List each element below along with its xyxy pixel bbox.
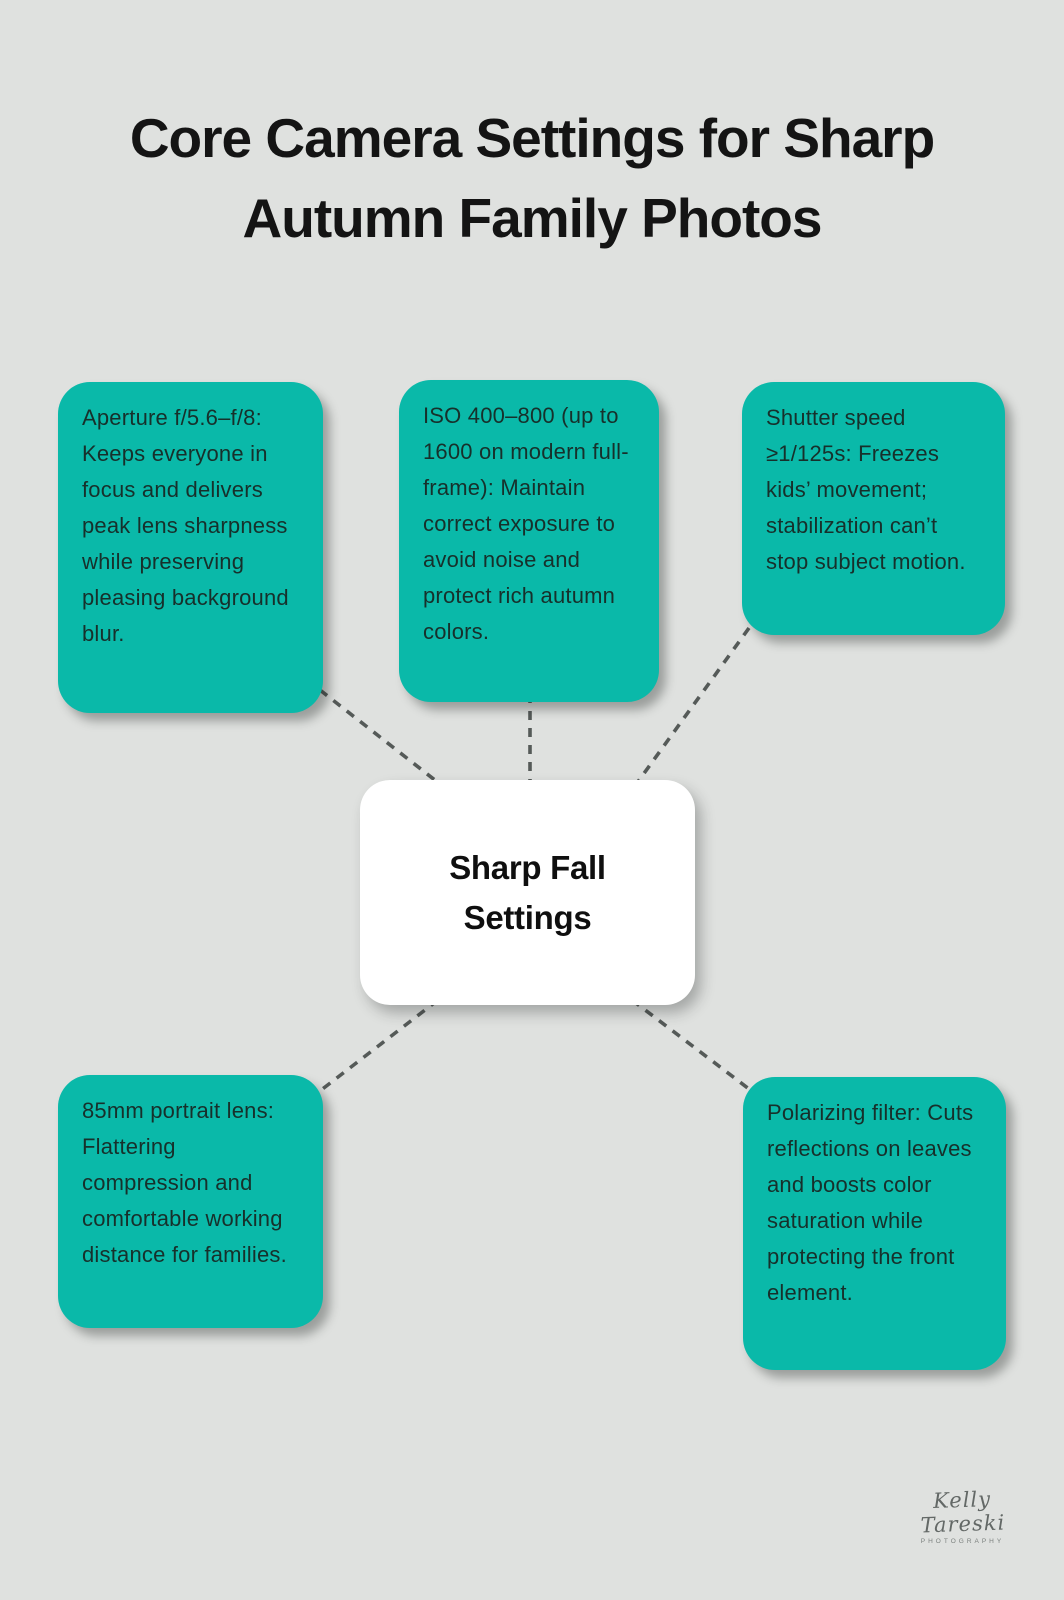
- connector-center-to-filter: [630, 998, 755, 1094]
- page-title: Core Camera Settings for Sharp Autumn Fa…: [0, 98, 1064, 258]
- node-polarizing-filter: Polarizing filter: Cuts reflections on l…: [743, 1077, 1006, 1370]
- node-iso-text: ISO 400–800 (up to 1600 on modern full-f…: [423, 403, 629, 644]
- watermark-subtitle: PHOTOGRAPHY: [920, 1538, 1005, 1545]
- node-shutter-speed: Shutter speed ≥1/125s: Freezes kids’ mov…: [742, 382, 1005, 635]
- node-portrait-lens: 85mm portrait lens: Flattering compressi…: [58, 1075, 323, 1328]
- page-title-line-1: Core Camera Settings for Sharp: [129, 107, 935, 169]
- center-node-label: Sharp Fall Settings: [449, 848, 606, 936]
- node-shutter-speed-text: Shutter speed ≥1/125s: Freezes kids’ mov…: [766, 405, 966, 574]
- node-aperture: Aperture f/5.6–f/8: Keeps everyone in fo…: [58, 382, 323, 713]
- node-aperture-text: Aperture f/5.6–f/8: Keeps everyone in fo…: [82, 405, 289, 646]
- node-iso: ISO 400–800 (up to 1600 on modern full-f…: [399, 380, 659, 702]
- watermark-name: Kelly Tareski: [920, 1487, 1006, 1538]
- node-polarizing-filter-text: Polarizing filter: Cuts reflections on l…: [767, 1100, 974, 1305]
- page-title-line-2: Autumn Family Photos: [242, 187, 823, 249]
- watermark-signature: Kelly Tareski PHOTOGRAPHY: [895, 1487, 1030, 1545]
- center-node: Sharp Fall Settings: [360, 780, 695, 1005]
- connector-aperture-to-center: [318, 688, 447, 790]
- connector-center-to-lens: [314, 998, 440, 1096]
- node-portrait-lens-text: 85mm portrait lens: Flattering compressi…: [82, 1098, 287, 1267]
